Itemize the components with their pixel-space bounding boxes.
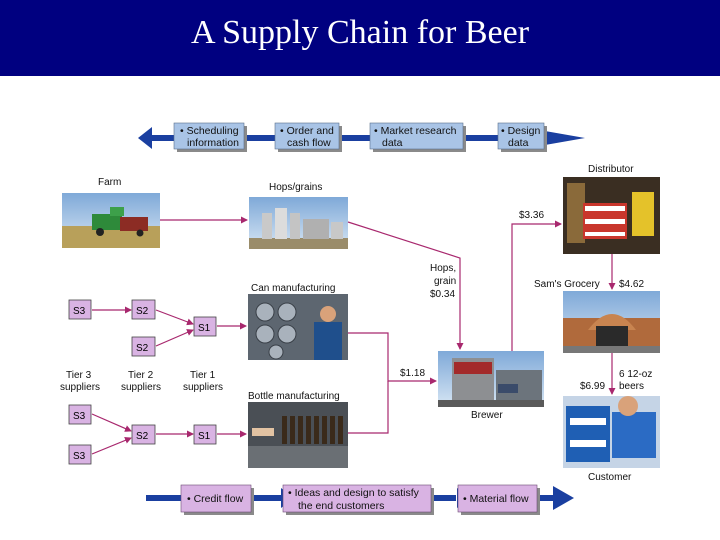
arrow-can-to-brewer xyxy=(348,332,437,385)
bottom-box-ideas-design: • Ideas and design to satisfy the end cu… xyxy=(282,484,434,515)
warehouse-photo-icon xyxy=(563,177,660,254)
price-hops: grain xyxy=(434,276,456,287)
bottom-box-credit-flow: • Credit flow xyxy=(180,484,254,515)
arrow-s2-to-s1 xyxy=(155,309,194,326)
info-flow-connector xyxy=(245,135,275,141)
beer-cases-photo-icon xyxy=(563,396,660,468)
supplier-label: S3 xyxy=(73,451,86,462)
bottle-line-photo-icon xyxy=(248,402,348,468)
price-hops: Hops, xyxy=(430,263,456,274)
price-hops: $0.34 xyxy=(430,289,455,300)
info-box-market-research: • Market research data xyxy=(369,122,466,152)
supplier-box-s1: S1 xyxy=(193,424,217,445)
supplier-label: S2 xyxy=(136,431,149,442)
node-label-grocery: Sam's Grocery xyxy=(534,279,600,290)
node-label-farm: Farm xyxy=(98,177,121,188)
price-customer: $6.99 xyxy=(580,381,605,392)
supplier-box-s1: S1 xyxy=(193,316,217,337)
tier3-label: suppliers xyxy=(60,382,100,393)
info-box-line: cash flow xyxy=(287,137,331,149)
brewery-photo-icon xyxy=(438,351,544,407)
info-flow-arrow xyxy=(545,131,585,145)
tier1-label: suppliers xyxy=(183,382,223,393)
tier1-label: Tier 1 xyxy=(190,370,216,381)
info-box-line: • Market research xyxy=(374,125,457,137)
info-box-order-cash: • Order and cash flow xyxy=(274,122,342,152)
bottom-box-material-flow: • Material flow xyxy=(457,484,540,515)
grain-silo-photo-icon xyxy=(249,197,348,249)
bottom-flow-connector xyxy=(538,495,554,501)
price-beers: 6 12-oz xyxy=(619,369,652,380)
info-flow-connector xyxy=(340,135,370,141)
node-label-customer: Customer xyxy=(588,472,632,483)
info-flow-connector xyxy=(462,135,498,141)
arrow-s3a-to-s2 xyxy=(91,413,132,432)
supplier-label: S3 xyxy=(73,306,86,317)
bottom-box-line: • Credit flow xyxy=(187,493,244,505)
info-box-line: information xyxy=(187,137,239,149)
bottom-box-line: • Ideas and design to satisfy xyxy=(288,487,420,499)
tier2-label: Tier 2 xyxy=(128,370,154,381)
node-label-distributor: Distributor xyxy=(588,164,634,175)
supplier-box-s3: S3 xyxy=(68,299,92,320)
supplier-label: S2 xyxy=(136,306,149,317)
supplier-box-s2: S2 xyxy=(131,424,156,445)
node-label-brewer: Brewer xyxy=(471,410,503,421)
bottom-flow-connector xyxy=(432,495,456,501)
title-banner: A Supply Chain for Beer xyxy=(0,0,720,76)
tier3-label: Tier 3 xyxy=(66,370,92,381)
supplier-label: S1 xyxy=(198,431,211,442)
info-box-line: data xyxy=(508,137,529,149)
price-cans-bottles: $1.18 xyxy=(400,368,425,379)
bottom-flow-arrow xyxy=(553,486,574,510)
bottom-flow-connector xyxy=(252,495,282,501)
info-box-scheduling: • Scheduling information xyxy=(173,122,247,152)
info-box-line: • Order and xyxy=(280,125,334,137)
supplier-label: S2 xyxy=(136,343,149,354)
supplier-box-s3: S3 xyxy=(68,404,92,425)
storefront-photo-icon xyxy=(563,291,660,353)
tier2-label: suppliers xyxy=(121,382,161,393)
price-distributor: $3.36 xyxy=(519,210,544,221)
arrow-bottle-to-brewer xyxy=(348,381,389,434)
supplier-box-s2: S2 xyxy=(131,299,156,320)
connector-lines xyxy=(91,216,616,455)
info-box-design: • Design data xyxy=(497,122,547,152)
info-box-line: • Scheduling xyxy=(180,125,239,137)
supplier-label: S1 xyxy=(198,323,211,334)
supplier-label: S3 xyxy=(73,411,86,422)
arrow-hops-to-brewer xyxy=(347,221,464,350)
supplier-box-s2: S2 xyxy=(131,336,156,357)
arrow-s3b-to-s2 xyxy=(91,437,132,455)
bottom-flow-band: • Credit flow • Ideas and design to sati… xyxy=(146,484,574,515)
price-beers: beers xyxy=(619,381,644,392)
price-grocery: $4.62 xyxy=(619,279,644,290)
supplier-boxes: S3 S2 S2 S1 S3 S2 S1 S3 xyxy=(68,299,217,465)
slide-title: A Supply Chain for Beer xyxy=(190,14,530,51)
info-flow-connector xyxy=(150,135,175,141)
bottom-box-line: the end customers xyxy=(298,500,384,512)
info-flow-arrow xyxy=(138,127,152,149)
arrow-brewer-to-distributor xyxy=(511,220,562,351)
info-flow-band: • Scheduling information • Order and cas… xyxy=(138,122,585,152)
info-box-line: • Design xyxy=(501,125,540,137)
supplier-box-s3: S3 xyxy=(68,444,92,465)
bottom-flow-connector xyxy=(146,495,182,501)
can-factory-photo-icon xyxy=(248,294,348,360)
bottom-box-line: • Material flow xyxy=(463,493,529,505)
node-label-bottle-manufacturing: Bottle manufacturing xyxy=(248,391,340,402)
combine-harvester-photo-icon xyxy=(62,193,160,248)
info-box-line: data xyxy=(382,137,403,149)
arrow-s2b-to-s1 xyxy=(155,329,194,347)
node-label-can-manufacturing: Can manufacturing xyxy=(251,283,336,294)
node-label-hops-grains: Hops/grains xyxy=(269,182,322,193)
